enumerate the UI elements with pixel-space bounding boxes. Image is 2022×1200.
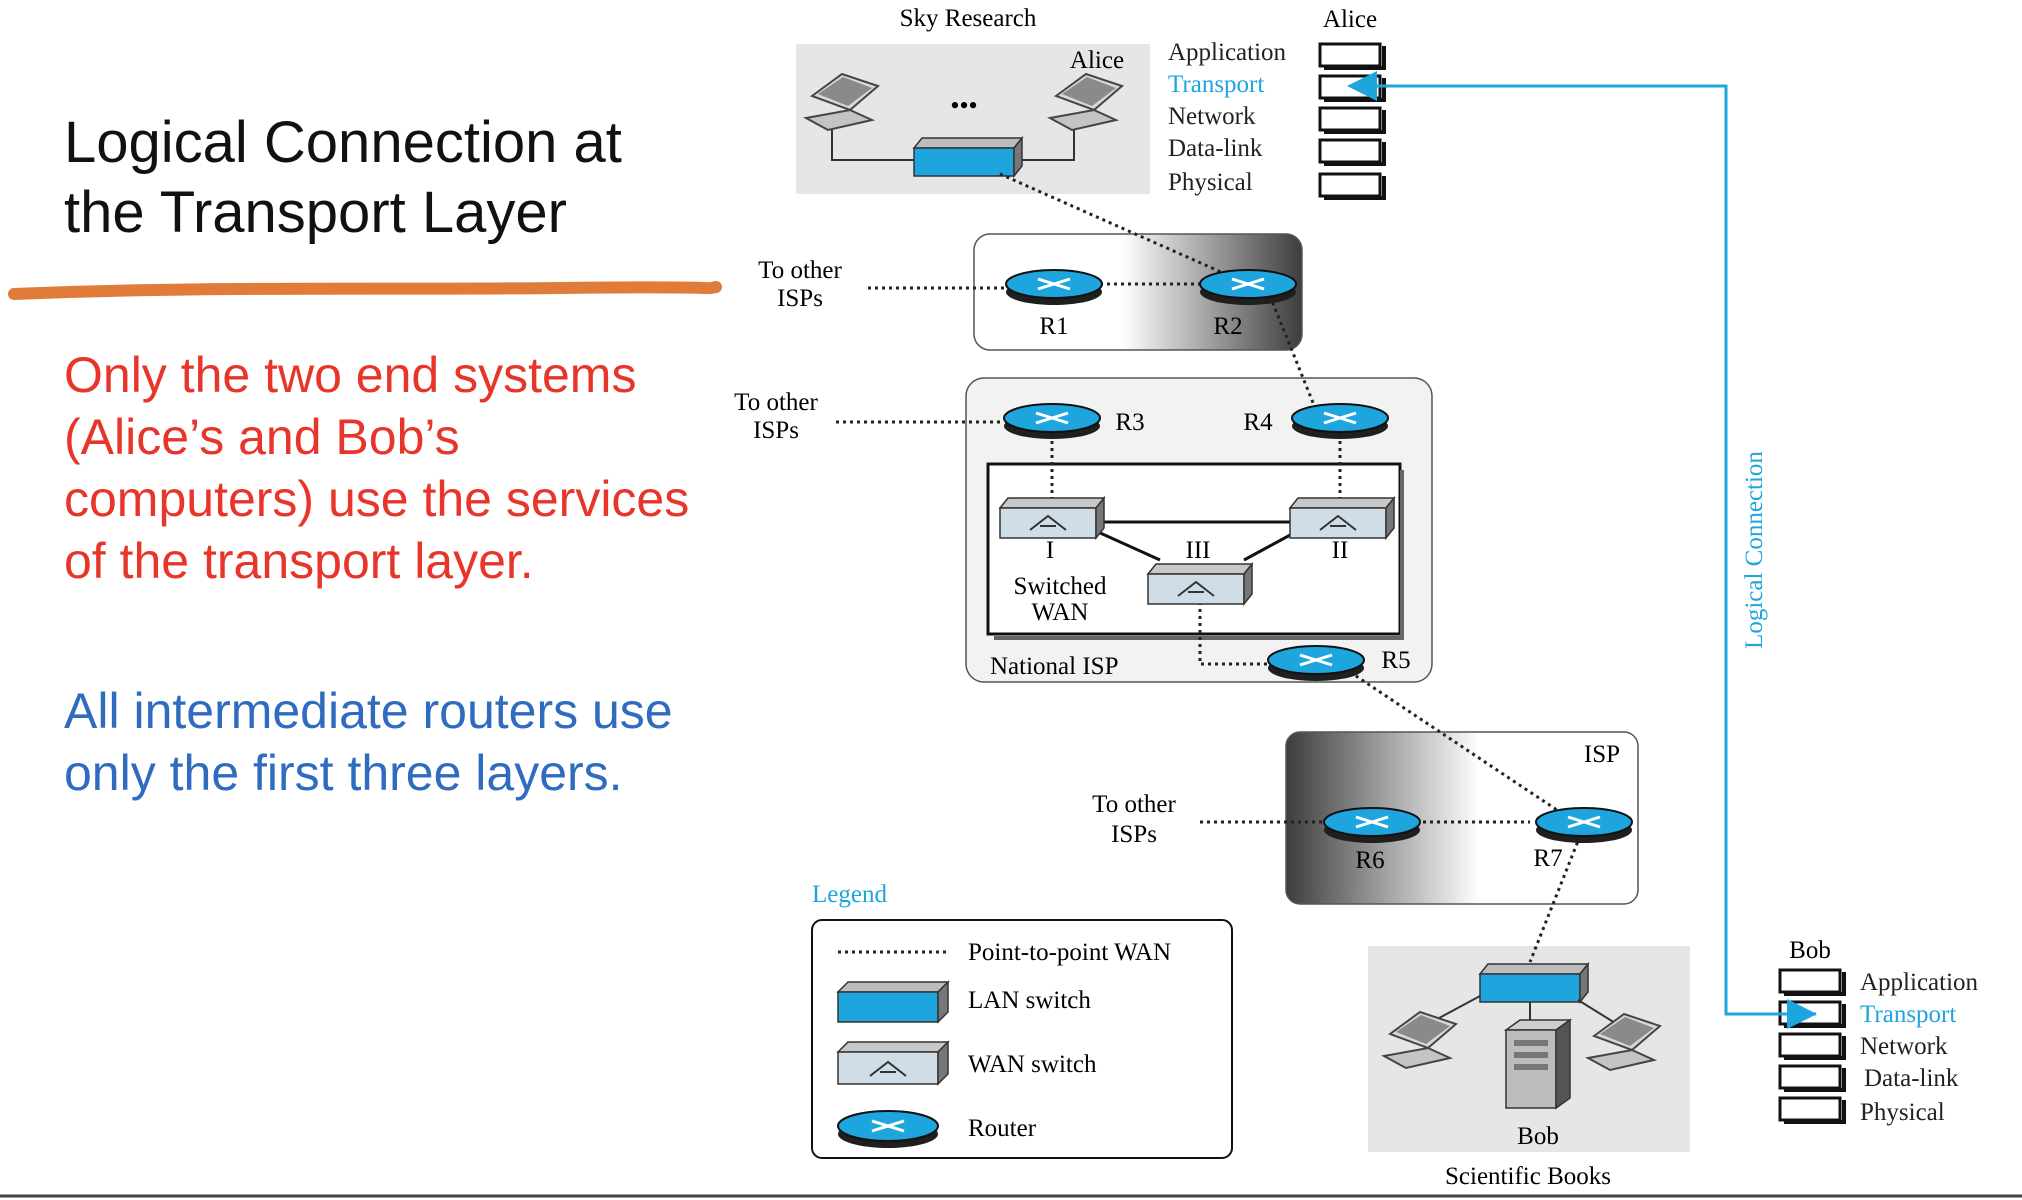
router-r2 [1199,269,1297,305]
legend-item-wan-switch: WAN switch [968,1051,1097,1078]
to-other-isps-label-1: To other [758,257,842,284]
bob-stack-title: Bob [1789,937,1831,964]
legend-item-lan-switch: LAN switch [968,987,1091,1014]
server-icon [1503,1018,1573,1110]
bob-host-label: Bob [1517,1123,1559,1150]
router-r6-label: R6 [1355,847,1384,874]
wan-switch-iii-label: III [1186,537,1211,564]
legend-lan-switch-icon [836,980,950,1024]
logical-connection-label: Logical Connection [1741,451,1768,649]
lan-switch-icon [912,135,1024,179]
router-r1-label: R1 [1039,313,1068,340]
isp-label: ISP [1584,741,1620,768]
wan-switch-iii [1146,561,1254,607]
router-r6 [1323,807,1421,843]
bob-protocol-stack: Application Transport Network Data-link … [1778,968,1979,1126]
to-other-isps-label-2: To other [734,389,818,416]
to-other-isps-label-3: To other [1092,791,1176,818]
legend-wan-switch-icon [836,1040,950,1086]
router-r7-label: R7 [1533,845,1562,872]
router-r5 [1267,645,1365,681]
alice-host-label: Alice [1070,47,1124,74]
alice-layer-network: Network [1168,103,1256,130]
bob-layer-transport: Transport [1860,1001,1956,1028]
router-r1 [1005,269,1103,305]
alice-protocol-stack: Application Transport Network Data-link … [1168,39,1386,200]
end-systems-paragraph: Only the two end systems (Alice’s and Bo… [64,347,690,589]
alice-stack-title: Alice [1323,6,1377,33]
legend-box [811,919,1233,1159]
laptop-icon [1047,72,1124,132]
legend-router-icon [837,1110,939,1148]
wan-switch-i [998,495,1106,541]
slide-title: Logical Connection at the Transport Laye… [64,110,622,245]
legend-title: Legend [812,881,887,908]
wan-switch-i-label: I [1046,537,1054,564]
scientific-books-label: Scientific Books [1445,1163,1611,1190]
wan-switch-ii-label: II [1332,537,1349,564]
bob-layer-application: Application [1860,969,1979,996]
isp-box [1285,731,1639,905]
router-r7 [1535,807,1633,843]
routers-paragraph: All intermediate routers use only the fi… [64,683,673,801]
bob-layer-network: Network [1860,1033,1948,1060]
router-r4-label: R4 [1243,409,1273,436]
bob-layer-physical: Physical [1860,1099,1945,1126]
to-other-isps-label-2b: ISPs [753,417,799,444]
switched-wan-label: Switched [1013,573,1107,600]
alice-layer-physical: Physical [1168,169,1253,196]
router-r5-label: R5 [1381,647,1410,674]
national-isp-label: National ISP [990,653,1118,680]
alice-layer-data-link: Data-link [1168,135,1263,162]
point-to-point-links [836,172,1582,963]
wan-switch-ii [1288,495,1396,541]
router-r3-label: R3 [1115,409,1144,436]
alice-layer-transport: Transport [1168,71,1264,98]
laptop-icon [1585,1012,1662,1072]
to-other-isps-label-3b: ISPs [1111,821,1157,848]
to-other-isps-label-1b: ISPs [777,285,823,312]
router-r4 [1291,403,1389,439]
switched-wan-label-2: WAN [1032,599,1089,626]
router-r3 [1003,403,1101,439]
alice-layer-application: Application [1168,39,1287,66]
bob-layer-data-link: Data-link [1864,1065,1959,1092]
switched-wan-box [986,462,1402,636]
legend-item-router: Router [968,1115,1037,1142]
laptop-icon [1381,1010,1458,1070]
title-underline [8,281,722,300]
router-r2-label: R2 [1213,313,1242,340]
legend-item-point-to-point: Point-to-point WAN [968,939,1171,966]
regional-isp-box [973,233,1303,351]
laptop-icon [803,72,880,132]
lan-switch-icon [1478,961,1590,1005]
more-hosts-dots: ••• [950,91,977,120]
sky-research-label: Sky Research [900,5,1037,32]
